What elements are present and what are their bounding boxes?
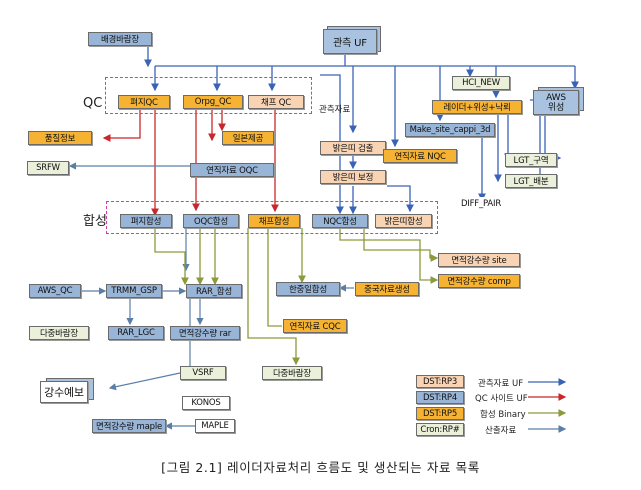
node-fuzzy-composite[interactable]: 펴지합성 — [120, 214, 172, 228]
node-chaff-qc[interactable]: 채프 QC — [248, 95, 304, 109]
node-vertical-cqc[interactable]: 연직자료 CQC — [283, 319, 347, 333]
figure-caption: [그림 2.1] 레이더자료처리 흐름도 및 생산되는 자료 목록 — [161, 460, 480, 475]
node-vertical-nqc[interactable]: 연직자료 NQC — [383, 149, 457, 163]
node-make-site-cappi[interactable]: Make_site_cappi_3d — [405, 123, 495, 137]
node-trmm-gsp[interactable]: TRMM_GSP — [106, 284, 162, 298]
legend-line-samples — [528, 378, 567, 433]
node-china-data[interactable]: 중국자료생성 — [355, 282, 419, 296]
legend-box-rp3: DST:RP3 — [416, 375, 464, 388]
node-rain-forecast[interactable]: 강수예보 — [40, 381, 88, 403]
composite-group-box — [106, 201, 438, 234]
node-srfw[interactable]: SRFW — [27, 161, 69, 175]
legend-box-rp4: DST:RP4 — [416, 391, 464, 404]
node-multi-wind-mid[interactable]: 다중바람장 — [262, 366, 322, 380]
node-nqc-composite[interactable]: NQC합성 — [312, 214, 368, 228]
node-hci-new[interactable]: HCI_NEW — [452, 76, 510, 90]
node-oqc-composite[interactable]: OQC합성 — [183, 214, 239, 228]
uf-lines — [144, 46, 579, 215]
qc-lines — [102, 109, 279, 217]
node-japan-provided[interactable]: 일본제공 — [222, 131, 274, 145]
node-rain-rar[interactable]: 면적강수량 rar — [170, 326, 240, 340]
node-brightband-composite[interactable]: 밝은띠합성 — [375, 214, 432, 228]
node-lgt-distribution[interactable]: LGT_배분 — [505, 174, 557, 188]
node-lgt-area[interactable]: LGT_구역 — [505, 153, 557, 167]
legend-label-composite: 합성 Binary — [480, 410, 526, 420]
node-diff-pair[interactable]: DIFF_PAIR — [453, 197, 509, 211]
node-vsrf[interactable]: VSRF — [180, 366, 226, 380]
node-obs-uf[interactable]: 관측 UF — [323, 29, 377, 54]
node-vertical-oqc[interactable]: 연직자료 OQC — [190, 163, 274, 177]
node-radar-sat-lightning[interactable]: 레이더+위성+낙뢰 — [432, 100, 522, 114]
node-rar-composite[interactable]: RAR_합성 — [186, 284, 242, 298]
node-brightband-detect[interactable]: 밝은띠 검출 — [320, 141, 386, 155]
node-multi-wind-left[interactable]: 다중바람장 — [29, 326, 89, 340]
legend-label-obs-uf: 관측자료 UF — [478, 379, 524, 389]
node-korea-china-japan[interactable]: 한중일합성 — [276, 282, 340, 296]
node-brightband-correct[interactable]: 밝은띠 보정 — [320, 170, 386, 184]
node-rain-site[interactable]: 면적강수량 site — [438, 253, 520, 267]
legend-box-cron: Cron:RP# — [416, 423, 464, 436]
obs-data-label: 관측자료 — [319, 105, 351, 115]
qc-group-box — [105, 77, 312, 114]
node-maple[interactable]: MAPLE — [195, 419, 235, 433]
node-background-wind[interactable]: 배경바람장 — [88, 32, 152, 46]
node-rain-maple[interactable]: 면적강수량 maple — [92, 419, 166, 433]
node-aws-qc[interactable]: AWS_QC — [29, 284, 81, 298]
node-rain-comp[interactable]: 면적강수량 comp — [438, 274, 520, 288]
node-konos[interactable]: KONOS — [182, 396, 230, 410]
legend-label-output: 산출자료 — [485, 426, 517, 436]
node-quality-info[interactable]: 품질정보 — [28, 131, 92, 145]
legend-box-rp5: DST:RP5 — [416, 407, 464, 420]
legend-label-qc-uf: QC 사이트 UF — [475, 394, 528, 404]
node-fuzzy-qc[interactable]: 펴지QC — [118, 95, 170, 109]
node-chaff-composite[interactable]: 채프합성 — [248, 214, 300, 228]
node-rar-lgc[interactable]: RAR_LGC — [108, 326, 164, 340]
node-orpg-qc[interactable]: Orpg_QC — [183, 95, 243, 109]
composite-lines — [154, 228, 439, 366]
node-aws-satellite[interactable]: AWS 위성 — [533, 90, 579, 115]
hapseong-label: 합성 — [83, 214, 107, 229]
qc-label: QC — [83, 96, 103, 111]
